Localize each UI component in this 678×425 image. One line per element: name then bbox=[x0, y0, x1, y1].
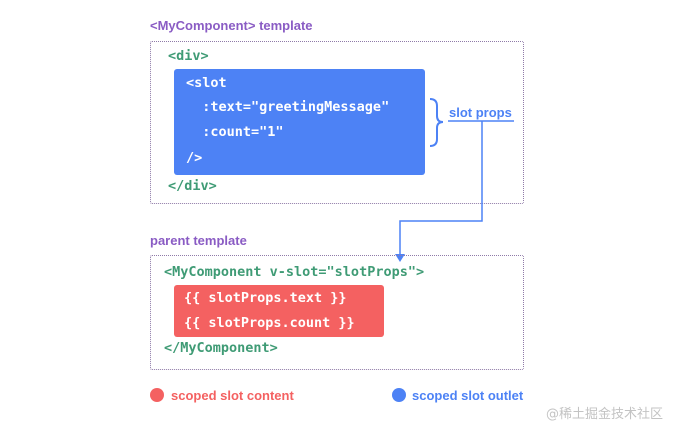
outlet-legend-dot-icon bbox=[392, 388, 406, 402]
parent-template-title: parent template bbox=[150, 233, 247, 248]
div-open-tag: <div> bbox=[168, 48, 209, 64]
slot-props-label: slot props bbox=[449, 105, 512, 120]
slot-content-block: {{ slotProps.text }} {{ slotProps.count … bbox=[174, 285, 384, 337]
component-open-tag: <MyComponent v-slot="slotProps"> bbox=[164, 264, 425, 280]
slot-line-4: /> bbox=[186, 150, 203, 166]
div-close-tag: </div> bbox=[168, 178, 217, 194]
slot-props-arrow bbox=[399, 121, 483, 256]
content-legend-dot-icon bbox=[150, 388, 164, 402]
curly-brace-icon bbox=[429, 98, 444, 147]
slot-line-3: :count="1" bbox=[186, 124, 284, 140]
slot-line-1: <slot bbox=[186, 75, 227, 91]
slot-outlet-block: <slot :text="greetingMessage" :count="1"… bbox=[174, 69, 425, 175]
watermark: @稀土掘金技术社区 bbox=[546, 407, 664, 422]
outlet-legend-label: scoped slot outlet bbox=[412, 388, 524, 403]
content-legend-label: scoped slot content bbox=[171, 388, 294, 403]
slot-line-2: :text="greetingMessage" bbox=[186, 99, 390, 115]
component-close-tag: </MyComponent> bbox=[164, 340, 278, 356]
parent-template-box bbox=[150, 255, 524, 370]
component-template-title: <MyComponent> template bbox=[150, 18, 313, 33]
content-line-1: {{ slotProps.text }} bbox=[184, 290, 347, 306]
content-line-2: {{ slotProps.count }} bbox=[184, 315, 355, 331]
arrowhead-icon bbox=[395, 254, 405, 262]
component-template-box bbox=[150, 41, 524, 204]
